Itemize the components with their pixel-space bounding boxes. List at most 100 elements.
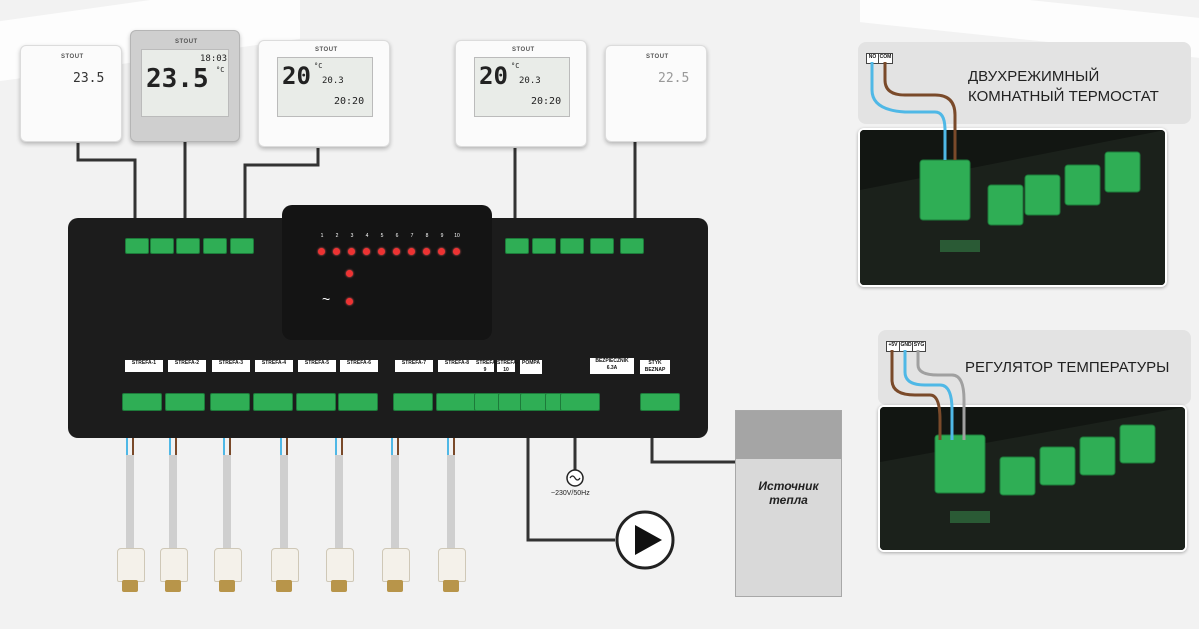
thermostat-time: 20:20: [531, 96, 562, 107]
led-number: 2: [335, 233, 339, 239]
thermostat-unit: °C: [216, 66, 225, 74]
heat-source-box: Источник тепла: [735, 410, 842, 597]
terminal-bottom: [210, 393, 250, 411]
photo-regulator-wiring: [878, 405, 1187, 552]
terminal-top: [505, 238, 529, 254]
thermostat-time: 18:03: [200, 54, 228, 64]
mains-caption: ~230V/50Hz: [551, 490, 590, 497]
panel-thermostat-title-line2: КОМНАТНЫЙ ТЕРМОСТАТ: [968, 88, 1159, 105]
thermal-actuator: [438, 548, 466, 594]
terminal-bottom: [296, 393, 336, 411]
terminal-bottom: [640, 393, 680, 411]
thermostat-sub-value: 20.3: [519, 76, 541, 86]
thermostat-screen: 20 °C 20.3 20:20: [277, 57, 373, 117]
thermostat-sub-value: 20.3: [322, 76, 344, 86]
terminal-top: [150, 238, 174, 254]
thermostat-display: 22.5: [658, 71, 690, 86]
thermostat-display: 20: [479, 62, 508, 90]
led-number: 5: [380, 233, 384, 239]
thermostat-2: STOUT 23.5 18:03 °C: [130, 30, 240, 142]
terminal-bottom: [393, 393, 433, 411]
relay-label: STREFA-3: [212, 360, 250, 372]
actuator-thread: [443, 580, 459, 592]
brand-logo: STOUT: [512, 47, 535, 53]
mains-symbol: ~: [322, 291, 331, 307]
relay-label: STREFA-1: [125, 360, 163, 372]
thermal-actuator: [160, 548, 188, 594]
panel-regulator-title: РЕГУЛЯТОР ТЕМПЕРАТУРЫ: [965, 359, 1170, 376]
thermostat-5: STOUT 22.5: [605, 45, 707, 142]
terminal-top: [176, 238, 200, 254]
thermal-actuator: [382, 548, 410, 594]
actuator-thread: [276, 580, 292, 592]
actuator-body: [160, 548, 188, 582]
thermostat-screen: 20 °C 20.3 20:20: [474, 57, 570, 117]
heat-source-line1: Источник: [758, 479, 819, 493]
panel-thermostat-title: ДВУХРЕЖИМНЫЙ КОМНАТНЫЙ ТЕРМОСТАТ: [968, 67, 1159, 107]
terminal-top: [203, 238, 227, 254]
relay-label: STREFA-7: [395, 360, 433, 372]
pin-com: COM: [878, 53, 893, 64]
thermal-actuator: [326, 548, 354, 594]
thermostat-screen: 23.5 18:03 °C: [141, 49, 229, 117]
led-number: 1: [320, 233, 324, 239]
terminal-bottom: [122, 393, 162, 411]
brand-logo: STOUT: [175, 39, 198, 45]
led-number: 9: [440, 233, 444, 239]
led-number: 4: [365, 233, 369, 239]
actuator-body: [326, 548, 354, 582]
led-number: 8: [425, 233, 429, 239]
led-zone: [423, 248, 430, 255]
actuator-thread: [122, 580, 138, 592]
pump-label: POMPA: [520, 360, 542, 374]
relay-label: STREFA-10: [497, 360, 519, 373]
terminal-bottom: [338, 393, 378, 411]
led-zone: [348, 248, 355, 255]
photo-thermostat-illustration: [860, 130, 1165, 285]
controller-cover: [282, 205, 492, 340]
pin-syg: SYG: [912, 341, 926, 352]
led-status: [346, 270, 353, 277]
brand-logo: STOUT: [61, 54, 84, 60]
terminal-top: [560, 238, 584, 254]
terminal-bottom: [436, 393, 476, 411]
terminal-top: [125, 238, 149, 254]
terminal-top: [532, 238, 556, 254]
relay-label: STREFA-2: [168, 360, 206, 372]
led-number: 10: [454, 233, 460, 239]
led-zone: [408, 248, 415, 255]
led-zone: [378, 248, 385, 255]
panel-thermostat-header: ДВУХРЕЖИМНЫЙ КОМНАТНЫЙ ТЕРМОСТАТ: [858, 42, 1191, 124]
panel-thermostat-title-line1: ДВУХРЕЖИМНЫЙ: [968, 68, 1100, 85]
led-number: 7: [410, 233, 414, 239]
led-number: 6: [395, 233, 399, 239]
heat-source-top: [736, 411, 841, 459]
actuator-body: [214, 548, 242, 582]
heat-source-label: STYK BEZNAP: [640, 360, 670, 374]
actuator-body: [382, 548, 410, 582]
led-zone: [453, 248, 460, 255]
photo-thermostat-wiring: [858, 128, 1167, 287]
thermostat-unit: °C: [314, 62, 323, 70]
fuse-name: BEZPIECZNIK: [595, 358, 629, 364]
relay-label: STREFA-5: [298, 360, 336, 372]
led-zone: [333, 248, 340, 255]
relay-label: STREFA-9: [476, 360, 498, 373]
actuator-thread: [219, 580, 235, 592]
terminal-top: [590, 238, 614, 254]
relay-label: STREFA-6: [340, 360, 378, 372]
led-zone: [438, 248, 445, 255]
thermostat-unit: °C: [511, 62, 520, 70]
thermostat-time: 20:20: [334, 96, 365, 107]
heat-source-line2: тепла: [769, 493, 808, 507]
thermostat-display: 23.5: [73, 71, 105, 86]
relay-label: STREFA-4: [255, 360, 293, 372]
terminal-top: [620, 238, 644, 254]
terminal-bottom: [560, 393, 600, 411]
brand-logo: STOUT: [315, 47, 338, 53]
pin-gnd: GND: [899, 341, 913, 352]
thermostat-display: 23.5: [146, 64, 209, 94]
fuse-value: 6.3A: [606, 365, 618, 371]
